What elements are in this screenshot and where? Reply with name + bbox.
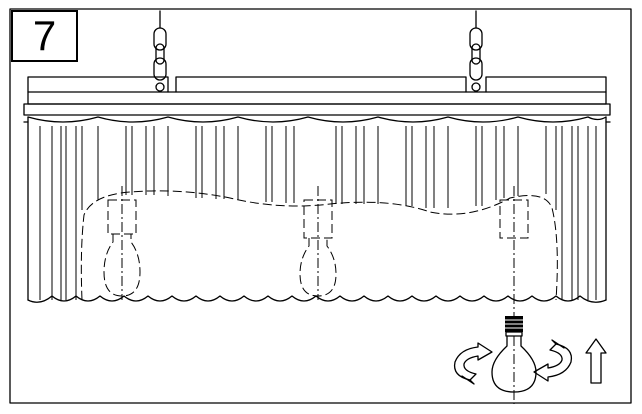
- pleated-shade: [27, 116, 607, 303]
- chain-right: [469, 10, 483, 92]
- fixture-rail: [23, 76, 611, 123]
- panel-frame: [9, 8, 632, 404]
- step-number: 7: [32, 12, 57, 59]
- bulb-socket-right: [499, 186, 529, 318]
- chain-left: [153, 10, 167, 92]
- step-number-badge: 7: [11, 10, 78, 62]
- bulb-installed-center: [299, 186, 337, 300]
- circular-arrow-icon: [453, 342, 493, 385]
- bulb-installed-left: [103, 186, 141, 300]
- arrow-up-icon: [585, 338, 607, 384]
- light-bulb-icon: [491, 316, 537, 404]
- circular-arrow-icon: [533, 339, 573, 382]
